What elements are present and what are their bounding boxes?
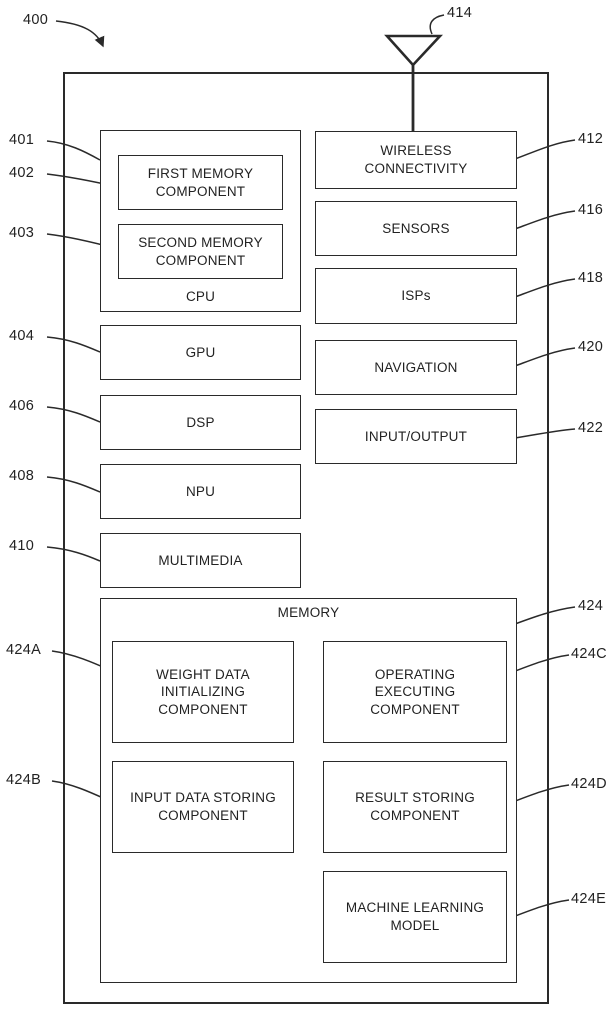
gpu-label: GPU	[185, 344, 216, 360]
isps-block: ISPs	[315, 268, 517, 324]
ref-410: 410	[9, 538, 35, 554]
cpu-label: CPU	[185, 289, 216, 304]
ref-420: 420	[578, 339, 604, 355]
navigation-block: NAVIGATION	[315, 340, 517, 395]
weight-data-initializing-label: WEIGHT DATA INITIALIZING COMPONENT	[156, 666, 250, 717]
ref-424D: 424D	[571, 776, 607, 792]
ref-414: 414	[447, 5, 473, 21]
result-storing-block: RESULT STORING COMPONENT	[323, 761, 507, 853]
ref-404: 404	[9, 328, 35, 344]
npu-label: NPU	[185, 483, 216, 499]
machine-learning-model-block: MACHINE LEARNING MODEL	[323, 871, 507, 963]
input-output-label: INPUT/OUTPUT	[364, 428, 468, 444]
first-memory-block: FIRST MEMORY COMPONENT	[118, 155, 283, 210]
wireless-connectivity-block: WIRELESS CONNECTIVITY	[315, 131, 517, 189]
operating-executing-block: OPERATING EXECUTING COMPONENT	[323, 641, 507, 743]
dsp-block: DSP	[100, 395, 301, 450]
wireless-connectivity-label: WIRELESS CONNECTIVITY	[364, 143, 468, 176]
ref-401: 401	[9, 132, 35, 148]
input-data-storing-label: INPUT DATA STORING COMPONENT	[130, 790, 276, 823]
ref-424B: 424B	[6, 772, 42, 788]
multimedia-label: MULTIMEDIA	[158, 552, 243, 568]
ref-424A: 424A	[6, 642, 42, 658]
ref-400: 400	[23, 12, 49, 28]
sensors-label: SENSORS	[382, 220, 450, 236]
navigation-label: NAVIGATION	[374, 359, 458, 375]
operating-executing-label: OPERATING EXECUTING COMPONENT	[370, 666, 460, 717]
dsp-label: DSP	[186, 414, 215, 430]
ref-403: 403	[9, 225, 35, 241]
ref-418: 418	[578, 270, 604, 286]
result-storing-label: RESULT STORING COMPONENT	[355, 790, 475, 823]
sensors-block: SENSORS	[315, 201, 517, 256]
input-output-block: INPUT/OUTPUT	[315, 409, 517, 464]
ref-424E: 424E	[571, 891, 607, 907]
isps-label: ISPs	[401, 288, 431, 304]
multimedia-block: MULTIMEDIA	[100, 533, 301, 588]
ref-402: 402	[9, 165, 35, 181]
machine-learning-model-label: MACHINE LEARNING MODEL	[345, 900, 485, 933]
ref-424C: 424C	[571, 646, 607, 662]
weight-data-initializing-block: WEIGHT DATA INITIALIZING COMPONENT	[112, 641, 294, 743]
fig-ref-arrow	[55, 20, 105, 48]
ref-424: 424	[578, 598, 604, 614]
memory-label: MEMORY	[277, 605, 340, 620]
ref-406: 406	[9, 398, 35, 414]
first-memory-label: FIRST MEMORY COMPONENT	[147, 165, 254, 199]
npu-block: NPU	[100, 464, 301, 519]
second-memory-block: SECOND MEMORY COMPONENT	[118, 224, 283, 279]
input-data-storing-block: INPUT DATA STORING COMPONENT	[112, 761, 294, 853]
ref-412: 412	[578, 131, 604, 147]
gpu-block: GPU	[100, 325, 301, 380]
ref-422: 422	[578, 420, 604, 436]
soc-outer-box	[63, 72, 549, 1004]
second-memory-label: SECOND MEMORY COMPONENT	[138, 234, 263, 268]
ref-416: 416	[578, 202, 604, 218]
ref-408: 408	[9, 468, 35, 484]
